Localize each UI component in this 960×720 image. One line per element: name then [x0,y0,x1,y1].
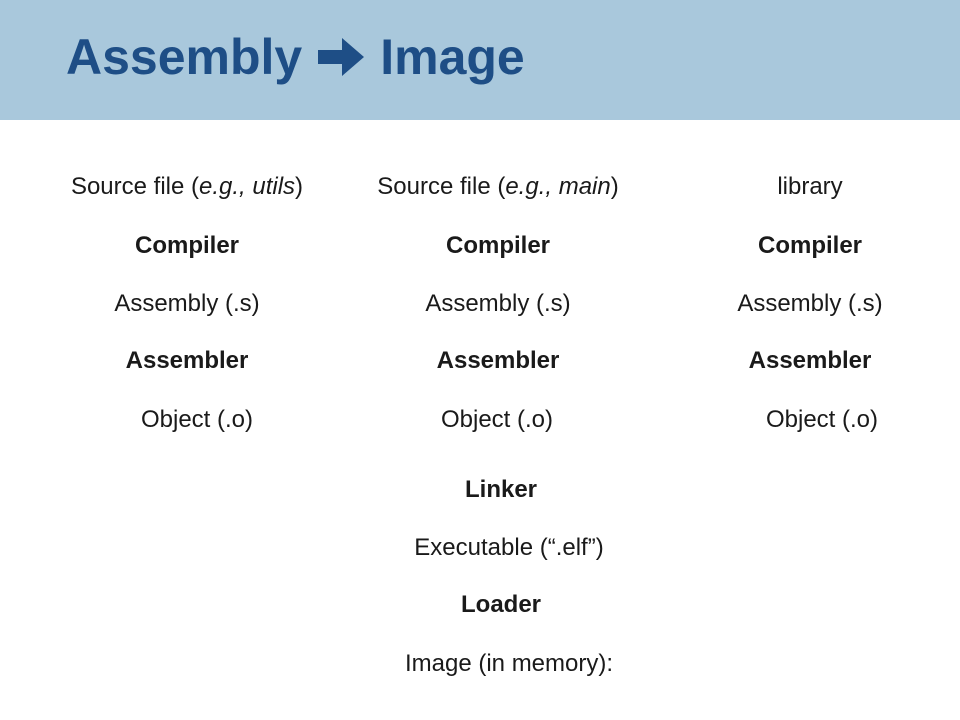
loader-label: Loader [460,591,542,618]
assembler-label: Assembler [125,347,249,374]
title-right: Image [380,29,525,85]
assembly-label: Assembly (.s) [737,290,883,317]
object-label: Object (.o) [440,406,554,433]
source-file-main: Source file (e.g., main) [377,173,619,200]
assembler-label: Assembler [748,347,872,374]
image-label: Image (in memory): [404,650,614,677]
source-file-utils: Source file (e.g., utils) [70,173,304,200]
compiler-label: Compiler [134,232,240,259]
right-arrow-icon [316,35,366,79]
object-label: Object (.o) [140,406,254,433]
slide-title: Assembly Image [66,28,525,86]
assembler-label: Assembler [436,347,560,374]
compiler-label: Compiler [445,232,551,259]
linker-label: Linker [464,476,538,503]
title-left: Assembly [66,29,303,85]
compiler-label: Compiler [757,232,863,259]
library-label: library [777,173,843,200]
object-label: Object (.o) [765,406,879,433]
assembly-label: Assembly (.s) [114,290,260,317]
executable-label: Executable (“.elf”) [414,534,604,561]
title-band [0,0,960,120]
assembly-label: Assembly (.s) [425,290,571,317]
